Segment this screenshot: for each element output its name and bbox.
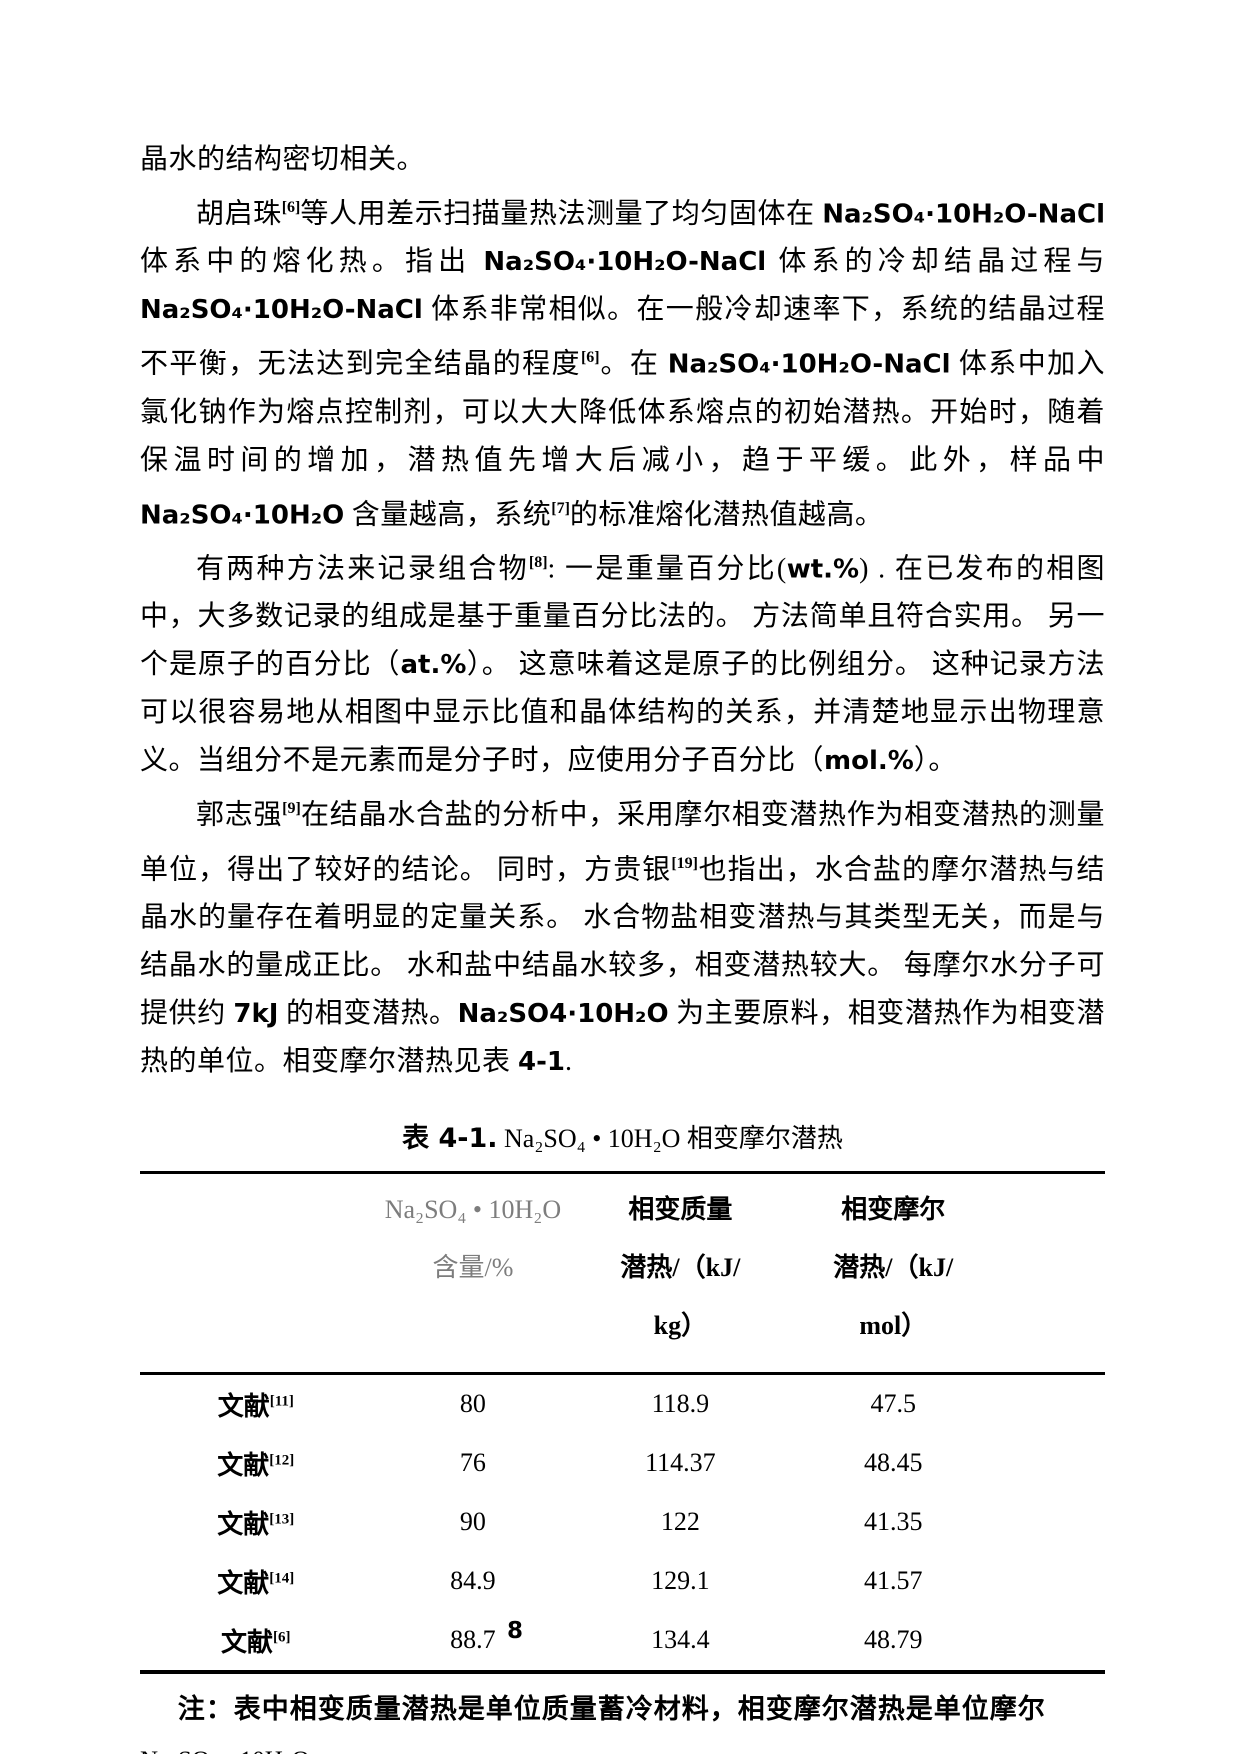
header-molar-line2: 潜热/（kJ/ (833, 1252, 954, 1282)
latent-heat-table: Na₂SO₄ • 10H₂O 含量/% 相变质量 潜热/（kJ/ kg） 相变摩… (140, 1170, 1105, 1674)
reference-text: 文献 (217, 1509, 270, 1539)
row-reference-label: 文献[11] (140, 1373, 372, 1434)
cell-content-pct: 76 (459, 1448, 486, 1478)
header-mass-latent-cell: 相变质量 潜热/（kJ/ kg） (574, 1172, 786, 1373)
reference-text: 文献 (221, 1627, 274, 1657)
reference-superscript: [12] (269, 1452, 295, 1469)
paragraph-composition-methods: 有两种方法来记录组合物[8]: 一是重量百分比(wt.%) . 在已发布的相图中… (140, 553, 1105, 777)
paragraph-guo-zhiqiang: 郭志强[9]在结晶水合盐的分析中，采用摩尔相变潜热作为相变潜热的测量单位，得出了… (140, 799, 1105, 1077)
paragraph-intro: 晶水的结构密切相关。 (140, 144, 426, 175)
cell-content-pct: 88.7 (450, 1625, 496, 1655)
cell-content-pct: 80 (459, 1389, 486, 1419)
cell-content-pct: 84.9 (450, 1566, 496, 1596)
reference-text: 文献 (217, 1568, 270, 1598)
cell-mass-latent: 134.4 (651, 1625, 710, 1655)
reference-superscript: [13] (269, 1511, 295, 1528)
header-content-cell: Na₂SO₄ • 10H₂O 含量/% (372, 1172, 575, 1373)
table-row: 文献[13] 90 122 41.35 (140, 1493, 1105, 1552)
header-mass-line2: 潜热/（kJ/ (620, 1252, 741, 1282)
header-mass-line1: 相变质量 (628, 1194, 733, 1224)
reference-text: 文献 (217, 1450, 270, 1480)
row-reference-label: 文献[12] (140, 1434, 372, 1493)
row-reference-label: 文献[14] (140, 1552, 372, 1611)
table-row: 文献[11] 80 118.9 47.5 (140, 1373, 1105, 1434)
cell-mass-latent: 114.37 (645, 1448, 716, 1478)
cell-mass-latent: 129.1 (651, 1566, 710, 1596)
table-row: 文献[12] 76 114.37 48.45 (140, 1434, 1105, 1493)
cell-molar-latent: 47.5 (870, 1389, 917, 1419)
paragraph-hu-qizhu: 胡启珠[6]等人用差示扫描量热法测量了均匀固体在 Na₂SO₄·10H₂O-Na… (140, 198, 1105, 530)
header-molar-latent-cell: 相变摩尔 潜热/（kJ/ mol） (787, 1172, 1105, 1373)
table-header-row: Na₂SO₄ • 10H₂O 含量/% 相变质量 潜热/（kJ/ kg） 相变摩… (140, 1172, 1105, 1374)
header-empty-cell (140, 1172, 372, 1373)
header-molar-line3: mol） (859, 1310, 928, 1340)
table-caption-number: 表 4-1. (402, 1122, 498, 1154)
page-number: 8 (506, 1618, 523, 1644)
table-caption: 表 4-1. Na₂SO₄ • 10H₂O 相变摩尔潜热 (140, 1116, 1105, 1155)
table-row: 文献[14] 84.9 129.1 41.57 (140, 1552, 1105, 1611)
reference-superscript: [6] (273, 1629, 291, 1646)
header-mass-line3: kg） (653, 1310, 708, 1340)
header-molar-line1: 相变摩尔 (841, 1194, 946, 1224)
table-row: 文献[6] 88.7 134.4 48.79 (140, 1611, 1105, 1672)
cell-mass-latent: 122 (660, 1507, 700, 1537)
table-note-bold-text: 注：表中相变质量潜热是单位质量蓄冷材料，相变摩尔潜热是单位摩尔 (177, 1693, 1046, 1724)
cell-content-pct: 90 (459, 1507, 486, 1537)
cell-molar-latent: 41.35 (864, 1507, 923, 1537)
table-caption-text: Na₂SO₄ • 10H₂O 相变摩尔潜热 (497, 1123, 843, 1153)
page-content: 晶水的结构密切相关。 胡启珠[6]等人用差示扫描量热法测量了均匀固体在 Na₂S… (140, 136, 1105, 1754)
reference-superscript: [11] (269, 1393, 294, 1410)
header-content-line1: Na₂SO₄ • 10H₂O (384, 1194, 562, 1224)
header-content-line2: 含量/% (432, 1252, 514, 1282)
row-reference-label: 文献[6] (140, 1611, 372, 1672)
table-note-formula-text: Na₂SO₄ • 10H₂O。 (140, 1734, 1105, 1754)
reference-text: 文献 (217, 1391, 270, 1421)
reference-superscript: [14] (269, 1570, 295, 1587)
row-reference-label: 文献[13] (140, 1493, 372, 1552)
cell-molar-latent: 48.45 (864, 1448, 923, 1478)
cell-mass-latent: 118.9 (651, 1389, 710, 1419)
cell-molar-latent: 41.57 (864, 1566, 923, 1596)
cell-molar-latent: 48.79 (864, 1625, 923, 1655)
table-note: 注：表中相变质量潜热是单位质量蓄冷材料，相变摩尔潜热是单位摩尔 Na₂SO₄ •… (140, 1684, 1105, 1754)
